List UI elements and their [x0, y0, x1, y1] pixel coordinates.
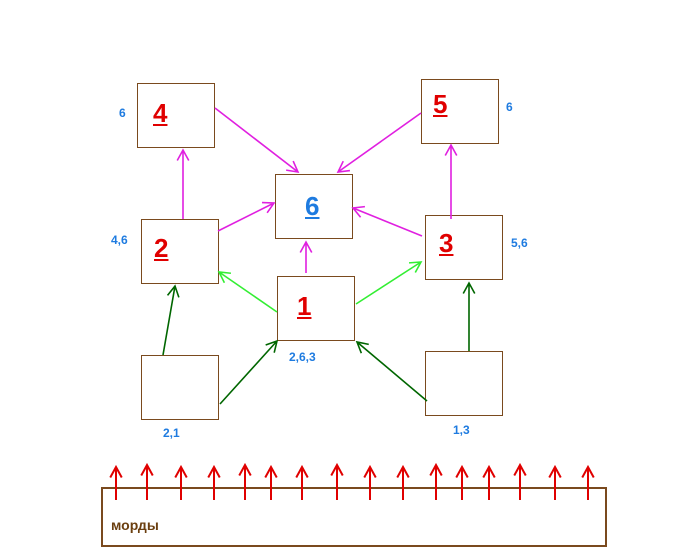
base-up-arrow	[548, 464, 562, 500]
edge-br-1-arrow	[355, 340, 428, 402]
base-up-arrow	[264, 464, 278, 500]
edge-1-2-arrow	[217, 271, 278, 313]
node-6-label: 6	[305, 191, 320, 221]
edge-3-5-arrow	[444, 143, 458, 219]
edge-2-4-arrow	[176, 148, 190, 219]
node-5-label: 5	[433, 89, 448, 119]
node-bottom-left-annotation: 2,1	[163, 426, 180, 440]
node-bottom-left	[141, 355, 219, 420]
edge-1-3-arrow	[355, 261, 423, 305]
edge-1-6-arrow	[299, 240, 313, 273]
node-5-annotation: 6	[506, 100, 513, 114]
node-4-label: 4	[153, 98, 168, 128]
node-4-annotation: 6	[119, 106, 126, 120]
base-up-arrow	[174, 464, 188, 500]
base-up-arrow	[109, 464, 123, 500]
node-5	[421, 79, 499, 144]
node-6	[275, 174, 353, 239]
node-2-annotation: 4,6	[111, 233, 128, 247]
edge-bl-2-arrow	[162, 284, 180, 356]
base-up-arrow	[363, 464, 377, 500]
node-1	[277, 276, 355, 341]
base-up-arrow	[238, 462, 252, 500]
node-3-annotation: 5,6	[511, 236, 528, 250]
edge-3-6-arrow	[351, 205, 423, 237]
node-3-label: 3	[439, 228, 454, 258]
base-up-arrow	[455, 464, 469, 500]
base-up-arrow	[482, 464, 496, 500]
base-up-arrow	[581, 464, 595, 500]
base-up-arrow	[140, 462, 154, 500]
node-bottom-right	[425, 351, 503, 416]
edge-4-6-arrow	[214, 107, 300, 174]
node-bottom-right-annotation: 1,3	[453, 423, 470, 437]
base-up-arrow	[207, 464, 221, 500]
node-1-annotation: 2,6,3	[289, 350, 316, 364]
edge-br-3-arrow	[462, 281, 476, 351]
base-up-arrow	[396, 464, 410, 500]
base-up-arrow	[295, 464, 309, 500]
node-4	[137, 83, 215, 148]
node-2	[141, 219, 219, 284]
base-up-arrow	[429, 462, 443, 500]
base-up-arrow	[330, 462, 344, 500]
edge-2-6-arrow	[217, 201, 276, 232]
node-1-label: 1	[297, 291, 312, 321]
base-up-arrow	[513, 462, 527, 500]
edge-5-6-arrow	[336, 112, 422, 173]
node-2-label: 2	[154, 233, 169, 263]
edge-bl-1-arrow	[219, 339, 279, 405]
edges-layer	[109, 107, 595, 500]
node-3	[425, 215, 503, 280]
base-label: морды	[111, 517, 159, 533]
